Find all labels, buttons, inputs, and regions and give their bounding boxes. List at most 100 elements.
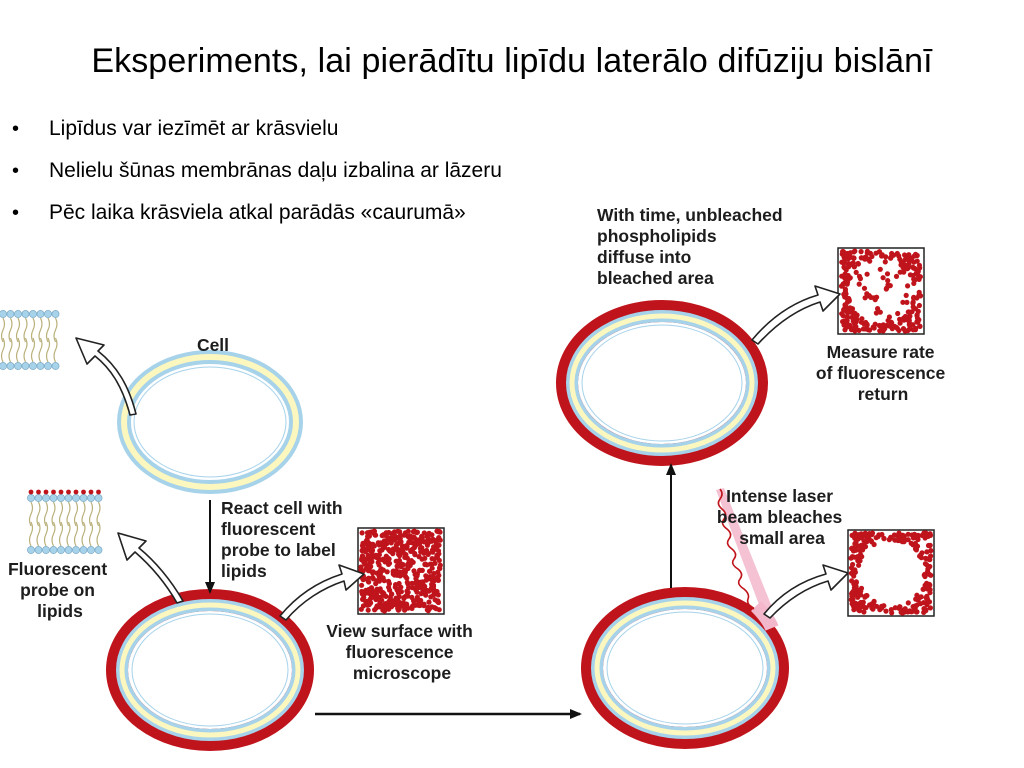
fluorescent-dot: [840, 313, 846, 319]
fluorescent-dot: [856, 608, 863, 614]
lipid-tail: [88, 501, 94, 527]
fluorescent-dot: [416, 537, 422, 543]
fluorescent-dot: [905, 327, 911, 334]
fluorescent-dot: [396, 557, 402, 564]
fluorescent-dot: [910, 265, 917, 271]
fluorescent-dot: [903, 292, 909, 298]
fluorescent-dot: [437, 529, 443, 535]
fluorescent-dot: [853, 269, 859, 275]
label-time: With time, unbleached phospholipids diff…: [597, 205, 787, 288]
lipid-tail: [81, 501, 86, 527]
fluorescent-dot: [373, 596, 379, 603]
lipid-tail: [38, 337, 43, 363]
fluorescent-dot: [905, 600, 911, 606]
lipid-head: [79, 546, 88, 554]
fluorescent-dot: [872, 297, 878, 303]
fluorescent-dot: [889, 326, 895, 332]
fluorescent-dot: [858, 546, 865, 552]
fluorescent-dot: [380, 607, 386, 613]
laser-beam: [716, 488, 774, 618]
label-react: React cell with fluorescent probe to lab…: [221, 498, 347, 581]
fluorescent-dot: [924, 549, 930, 555]
fluorescent-dot: [925, 533, 931, 540]
fluorescent-dot: [852, 569, 859, 575]
lipid-head: [51, 362, 60, 370]
fluorescent-dot: [399, 549, 405, 555]
fluorescent-dot: [853, 580, 859, 586]
fluorescent-dot: [425, 550, 432, 556]
fluorescent-dot: [386, 581, 392, 587]
fluorescent-dot: [841, 264, 847, 270]
fluorescent-dot: [386, 606, 392, 612]
fluorescent-dot: [917, 265, 923, 271]
fluorescent-dot: [378, 575, 384, 582]
fluorescent-dot: [908, 540, 914, 546]
fluorescent-dot: [424, 562, 430, 568]
cell-recovered: [556, 300, 768, 466]
lipid-head: [0, 310, 7, 318]
fluorescent-dot: [858, 542, 865, 548]
fluorescent-dot: [927, 605, 934, 611]
fluorescent-dot: [852, 248, 858, 254]
lipid-head: [27, 494, 35, 502]
fluorescent-dot: [382, 559, 388, 565]
fluorescent-dot: [877, 309, 883, 315]
fluorescent-dot: [370, 576, 376, 582]
fluorescent-dot: [858, 255, 864, 261]
fluorescent-dot: [431, 570, 437, 577]
label-cell: Cell: [197, 335, 229, 355]
fluorescent-dot: [364, 537, 370, 543]
fluorescent-dot: [889, 320, 895, 326]
fluorescent-dot: [51, 489, 56, 495]
lipid-head: [64, 494, 73, 502]
fluorescent-dot: [842, 305, 848, 311]
cell-unlabeled: [117, 350, 303, 494]
fluorescent-dot: [888, 255, 894, 261]
fluorescent-dot: [864, 291, 870, 297]
fluorescent-dot: [889, 610, 895, 616]
fluorescent-dot: [882, 259, 888, 265]
fluorescent-dot: [852, 310, 858, 316]
fluorescent-dot: [387, 594, 393, 601]
fluorescent-dot: [855, 558, 861, 564]
fluorescent-dot: [912, 607, 918, 613]
fluorescent-dot: [404, 603, 410, 609]
fluorescent-dot: [428, 538, 435, 544]
lipid-tail: [0, 337, 6, 363]
fluorescent-dot: [875, 306, 881, 312]
lipid-tail: [15, 317, 21, 343]
fluorescent-dot: [422, 539, 428, 545]
fluorescent-dot: [434, 554, 440, 561]
fluorescent-dot: [862, 295, 868, 301]
fluorescent-dot: [388, 548, 394, 555]
fluorescent-dot: [896, 253, 902, 259]
fluorescent-dot: [907, 313, 913, 319]
lipid-tail: [36, 501, 41, 527]
fluorescent-dot: [411, 598, 417, 604]
fluorescent-dot: [896, 327, 902, 334]
label-measure: Measure rate of fluorescence return: [816, 342, 950, 404]
fluorescent-dot: [917, 553, 923, 559]
lipid-head: [44, 310, 52, 318]
lipid-tail: [66, 501, 71, 527]
fluorescent-dot: [862, 530, 868, 536]
fluorescent-dot: [372, 590, 378, 596]
lipid-head: [49, 546, 58, 554]
lipid-tail: [81, 521, 86, 547]
fluorescent-dot: [417, 567, 423, 574]
fluorescent-dot: [421, 603, 427, 609]
fluorescent-dot: [426, 530, 432, 537]
label-probe: Fluorescent probe on lipids: [8, 559, 112, 621]
lipid-tail: [30, 317, 36, 343]
fluorescent-dot: [853, 603, 859, 610]
fluorescent-dot: [915, 269, 921, 275]
lipid-head: [87, 494, 95, 502]
fluorescent-dot: [376, 569, 383, 575]
fluorescent-dot: [913, 325, 919, 331]
fluorescent-dot: [864, 539, 870, 545]
fluorescent-dot: [904, 299, 910, 305]
lipid-tail: [58, 501, 64, 527]
lipid-head: [94, 546, 103, 554]
fluorescent-dot: [910, 322, 916, 328]
fluorescent-dot: [358, 564, 364, 570]
